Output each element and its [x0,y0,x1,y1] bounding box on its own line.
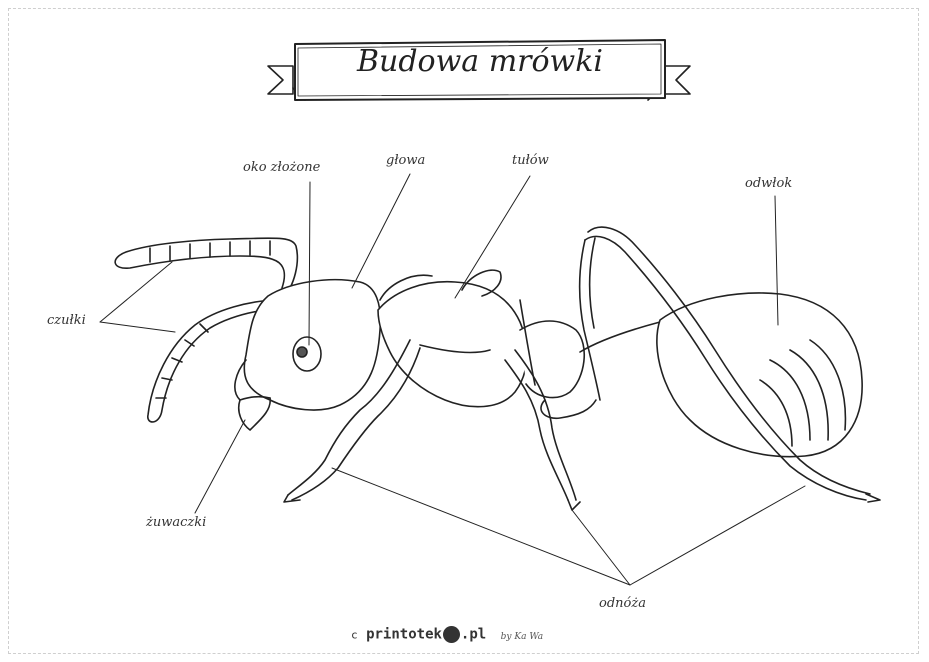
leader-zuwaczki [195,420,245,513]
copyright-mark: c [351,629,358,642]
leader-czulki-1 [100,262,172,322]
label-czulki: czułki [47,313,86,328]
logo-circle-icon [443,626,460,643]
leader-tulow [455,176,530,298]
label-zuwaczki: żuwaczki [146,515,206,530]
leader-glowa [352,174,410,288]
site-domain: .pl [461,627,486,643]
antenna-upper [115,238,297,300]
ant-thorax [378,270,527,407]
label-tulow: tułów [512,153,549,168]
label-oko-zlozone: oko złożone [243,160,320,175]
footer-credit: c printotek .pl by Ka Wa [351,626,543,643]
leader-czulki-2 [100,322,175,332]
diagram-title: Budowa mrówki [300,44,660,79]
label-odwlok: odwłok [745,176,792,191]
label-glowa: głowa [386,153,425,168]
ant-petiole [520,321,660,398]
author-signature: by Ka Wa [501,632,544,642]
label-odnoza: odnóża [599,596,646,611]
site-name: printotek [366,627,442,643]
leader-odnoza-3 [630,486,805,585]
